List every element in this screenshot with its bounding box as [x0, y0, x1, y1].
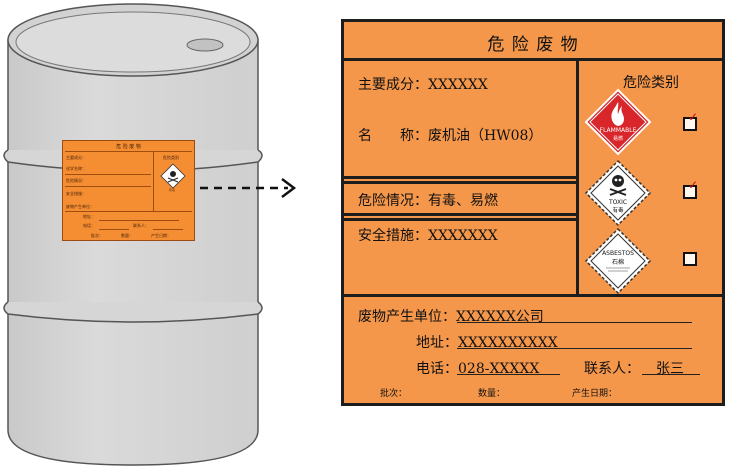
- contact-label: 联系人：: [584, 361, 640, 377]
- toxic-diamond-icon: TOXIC 有毒: [584, 159, 652, 227]
- drum-top-rim: [15, 11, 251, 73]
- mini-category: 危险类别: [163, 155, 179, 160]
- mini-divider: [65, 174, 151, 175]
- composition-row: 主要成分：XXXXXX: [358, 74, 488, 94]
- mini-waste-label: 危 险 废 物 主要成分： 化学名称： 危险情况： 安全措施： 危险类别 有毒 …: [62, 140, 195, 241]
- waste-unit-underline: [457, 322, 692, 323]
- contact-underline: [642, 374, 700, 375]
- column-divider: [576, 58, 579, 296]
- label-title: 危 险 废 物: [487, 35, 579, 55]
- mini-line-5: 废物产生单位：: [66, 204, 94, 209]
- waste-unit-label: 废物产生单位：: [358, 309, 456, 325]
- mini-divider: [65, 186, 151, 187]
- asbestos-en-text: ASBESTOS: [602, 250, 634, 257]
- category-title: 危险类别: [623, 75, 679, 91]
- asbestos-checkbox[interactable]: [683, 252, 697, 266]
- mini-divider: [65, 151, 192, 152]
- mini-underline: [99, 220, 179, 221]
- mini-divider: [65, 211, 192, 212]
- drum-bung: [186, 38, 224, 52]
- drum-lower-rib: [3, 301, 263, 323]
- hazard-situation-row: 危险情况：有毒、易燃: [358, 190, 498, 210]
- section-divider: [344, 181, 576, 184]
- name-label: 名 称：: [358, 128, 428, 144]
- mini-line-2: 化学名称：: [66, 166, 86, 171]
- asbestos-diamond-icon: ASBESTOS 石棉: [584, 227, 652, 295]
- quantity-label: 数量：: [478, 389, 506, 399]
- name-row: 名 称：废机油（HW08）: [358, 125, 542, 145]
- mini-line-7: 电话：: [83, 223, 95, 228]
- mini-line-6: 地址：: [83, 214, 95, 219]
- mini-label-title: 危 险 废 物: [116, 144, 141, 150]
- mini-line-7b: 联系人：: [133, 223, 149, 228]
- name-value: 废机油（HW08）: [428, 128, 543, 144]
- contact-value: 张三: [656, 361, 684, 377]
- mini-underline: [153, 229, 183, 230]
- waste-unit-value: XXXXXX公司: [456, 309, 544, 325]
- waste-unit-row: 废物产生单位：XXXXXX公司: [358, 306, 544, 326]
- section-divider: [344, 213, 576, 216]
- mini-line-1: 主要成分：: [66, 155, 86, 160]
- bottom-divider: [344, 294, 722, 297]
- phone-value: 028-XXXXX: [458, 361, 540, 377]
- hazardous-waste-label: 危 险 废 物 主要成分：XXXXXX 名 称：废机油（HW08） 危险情况：有…: [341, 19, 725, 406]
- composition-value: XXXXXX: [428, 77, 488, 93]
- mini-line-8: 批次：: [91, 233, 103, 238]
- mini-line-8c: 产生日期：: [151, 233, 171, 238]
- section-divider: [344, 176, 576, 179]
- safety-value: XXXXXXX: [428, 228, 498, 244]
- toxic-en-text: TOXIC: [608, 199, 627, 206]
- phone-underline: [457, 374, 560, 375]
- toxic-cn-text: 有毒: [612, 206, 624, 214]
- toxic-check-mark: ✓: [688, 178, 699, 192]
- mini-icon-text: 有毒: [169, 188, 176, 192]
- flammable-check-mark: ✓: [688, 110, 699, 124]
- drum-body: [7, 39, 259, 466]
- asbestos-cn-text: 石棉: [612, 258, 624, 266]
- hazard-situation-label: 危险情况：: [358, 193, 428, 209]
- address-underline: [457, 348, 692, 349]
- address-label: 地址：: [416, 335, 458, 351]
- dashed-arrow-icon: [200, 178, 297, 198]
- date-label: 产生日期：: [572, 389, 618, 399]
- mini-toxic-diamond-icon: [160, 163, 186, 189]
- flammable-en-text: FLAMMABLE: [600, 127, 637, 134]
- flammable-diamond-icon: FLAMMABLE 易燃: [584, 88, 652, 156]
- mini-line-4: 安全措施：: [66, 191, 86, 196]
- composition-label: 主要成分：: [358, 77, 428, 93]
- mini-divider-v: [153, 151, 154, 211]
- mini-underline: [99, 229, 129, 230]
- mini-line-3: 危险情况：: [66, 178, 86, 183]
- flammable-checkbox[interactable]: ✓: [683, 110, 698, 131]
- phone-label: 电话：: [416, 361, 458, 377]
- address-value: XXXXXXXXXX: [458, 335, 558, 351]
- safety-label: 安全措施：: [358, 228, 428, 244]
- batch-label: 批次：: [380, 389, 408, 399]
- mini-line-8b: 数量：: [121, 233, 133, 238]
- flammable-cn-text: 易燃: [613, 135, 623, 142]
- title-divider: [344, 58, 722, 61]
- section-divider: [344, 218, 576, 221]
- phone-row: 电话：028-XXXXX: [416, 358, 539, 378]
- toxic-checkbox[interactable]: ✓: [683, 178, 698, 199]
- hazard-situation-value: 有毒、易燃: [428, 193, 498, 209]
- safety-row: 安全措施：XXXXXXX: [358, 225, 498, 245]
- address-row: 地址：XXXXXXXXXX: [416, 332, 558, 352]
